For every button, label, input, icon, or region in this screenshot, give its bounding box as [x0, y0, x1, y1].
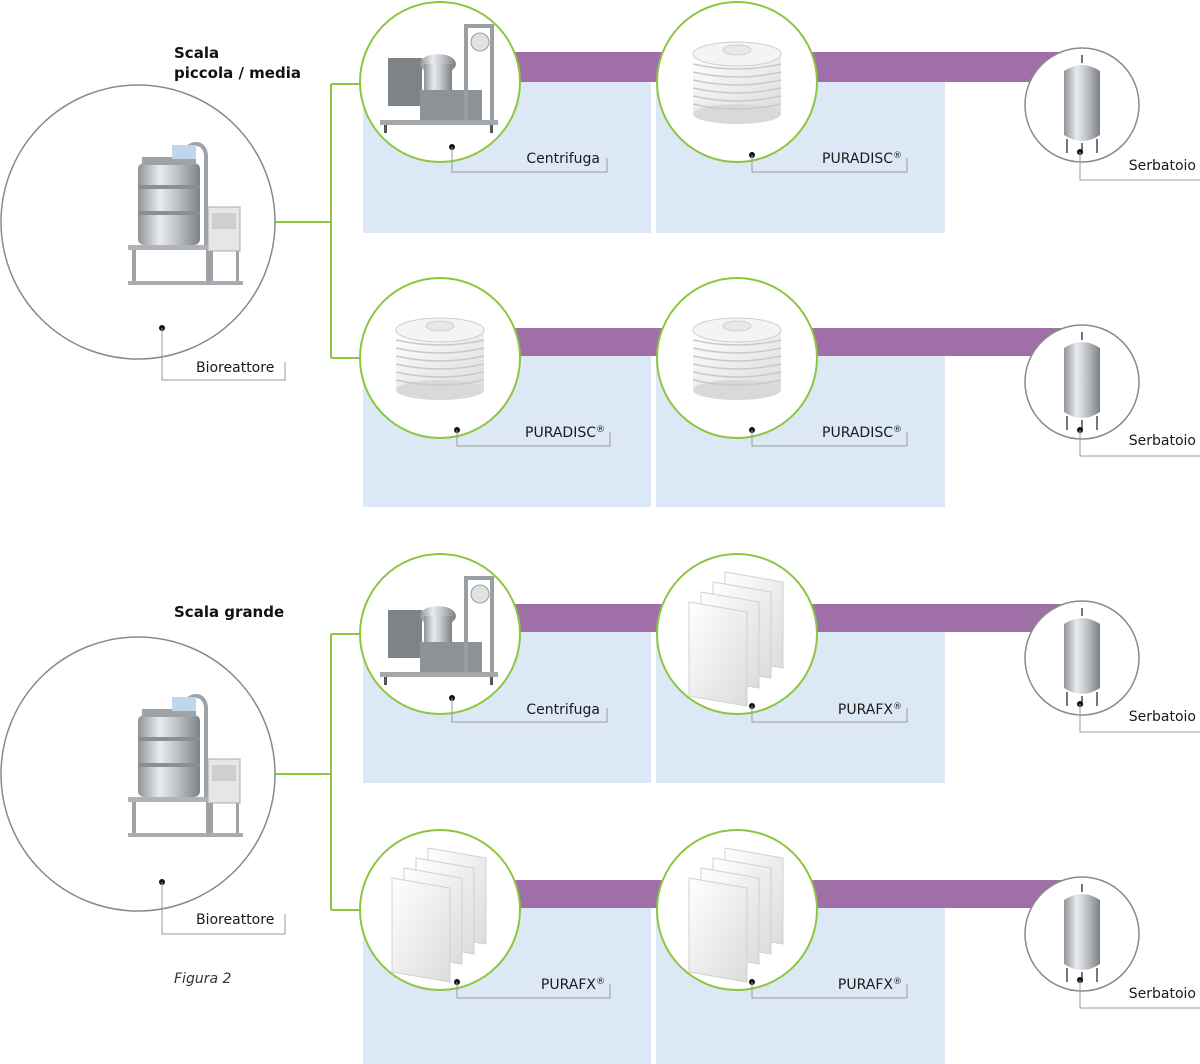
tank-label: Serbatoio — [1129, 709, 1196, 725]
flow-pipe — [515, 328, 665, 356]
stage-label: Centrifuga — [526, 151, 600, 167]
tank-image — [1064, 608, 1100, 706]
filter-sheets-image — [391, 847, 487, 983]
tank-label: Serbatoio — [1129, 986, 1196, 1002]
leader-line — [161, 328, 286, 381]
bioreactor-image — [128, 694, 243, 837]
centrifuge-image — [380, 24, 498, 133]
leader-line — [751, 430, 908, 447]
leader-line — [751, 155, 908, 173]
stage-label: PURAFX® — [838, 977, 902, 993]
stage-label: Centrifuga — [526, 702, 600, 718]
stage-label: PURADISC® — [525, 425, 605, 441]
flow-pipe — [515, 880, 665, 908]
flow-pipe — [812, 604, 1086, 632]
leader-line — [456, 982, 611, 999]
tank-label: Serbatoio — [1129, 433, 1196, 449]
tank-image — [1064, 332, 1100, 430]
leader-line — [451, 698, 608, 723]
stage-label: PURADISC® — [822, 151, 902, 167]
section-title-line: Scala — [174, 44, 219, 62]
leader-line — [456, 430, 611, 447]
depth-filter-capsule-image — [395, 317, 485, 400]
bioreactor-connector — [274, 633, 363, 911]
section-title-line: piccola / media — [174, 64, 301, 82]
leader-line — [1079, 152, 1200, 181]
flow-pipe — [812, 52, 1086, 82]
leader-line — [451, 147, 608, 173]
stage-label: PURADISC® — [822, 425, 902, 441]
depth-filter-capsule-image — [692, 41, 782, 124]
leader-line — [1079, 704, 1200, 733]
leader-line — [751, 982, 908, 999]
leader-line — [161, 882, 286, 935]
leader-line — [1079, 430, 1200, 457]
section-title-line: Scala grande — [174, 603, 284, 621]
section-large-scale: Bioreattore Scala grande Centrifuga — [0, 553, 1200, 1064]
flow-pipe — [515, 52, 665, 82]
stage-label: PURAFX® — [541, 977, 605, 993]
bioreactor-image — [128, 142, 243, 285]
bioreactor-label: Bioreattore — [196, 912, 274, 928]
filter-sheets-image — [688, 847, 784, 983]
bioreactor-label: Bioreattore — [196, 360, 274, 376]
flow-pipe — [812, 880, 1086, 908]
depth-filter-capsule-image — [692, 317, 782, 400]
flow-pipe — [515, 604, 665, 632]
figure-caption: Figura 2 — [174, 971, 231, 987]
bioreactor-connector — [274, 83, 363, 359]
tank-image — [1064, 884, 1100, 982]
tank-image — [1064, 55, 1100, 153]
leader-line — [751, 706, 908, 723]
centrifuge-image — [380, 576, 498, 685]
tank-label: Serbatoio — [1129, 158, 1196, 174]
filter-sheets-image — [688, 571, 784, 707]
stage-label: PURAFX® — [838, 702, 902, 718]
leader-line — [1079, 980, 1200, 1009]
flow-pipe — [812, 328, 1086, 356]
section-small-medium-scale: Bioreattore Scala piccola / media Centri… — [0, 1, 1200, 507]
